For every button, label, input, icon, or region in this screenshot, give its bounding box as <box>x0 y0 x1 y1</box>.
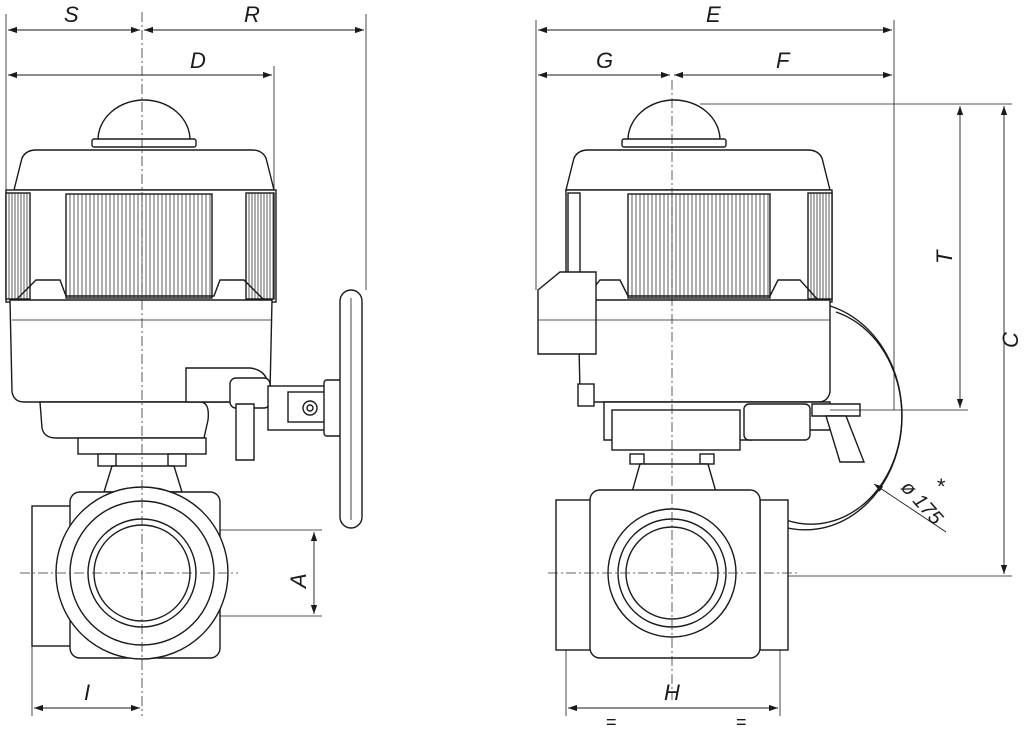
mounting-bracket-left <box>39 401 210 439</box>
dim-label-e: E <box>706 2 721 27</box>
actuator-cover-right <box>565 149 831 191</box>
dim-label-h: H <box>664 680 680 705</box>
left-view <box>5 12 367 716</box>
cable-gland-right <box>537 271 597 355</box>
dim-label-i: I <box>84 680 90 705</box>
valve-neck-right <box>631 463 717 493</box>
shaft-pin-left <box>302 400 318 416</box>
actuator-body-right <box>577 299 831 403</box>
dim-label-a: A <box>286 573 311 590</box>
valve-body-right <box>589 489 761 659</box>
actuator-cover-left <box>13 149 275 191</box>
equal-mark-left: = <box>606 712 617 732</box>
dim-label-g: G <box>596 48 613 73</box>
right-dimensions <box>538 26 1008 712</box>
dome-base-left <box>91 138 197 148</box>
dim-label-r: R <box>244 2 260 27</box>
equal-mark-right: = <box>736 712 747 732</box>
override-lever-right <box>743 403 811 441</box>
dim-label-f: F <box>776 48 791 73</box>
dim-label-c: C <box>998 332 1023 348</box>
right-view <box>535 20 1012 716</box>
actuator-flange-left <box>15 279 265 301</box>
indicator-dome-left <box>97 99 191 141</box>
left-dimensions <box>8 26 364 712</box>
indicator-dome-right <box>627 99 721 141</box>
dim-label-t: T <box>932 249 957 264</box>
dim-label-d: D <box>190 48 206 73</box>
coupling-plate-right <box>611 409 741 451</box>
dim-label-s: S <box>64 2 79 27</box>
asterisk-note: * <box>936 474 946 499</box>
dome-base-right <box>621 138 727 148</box>
